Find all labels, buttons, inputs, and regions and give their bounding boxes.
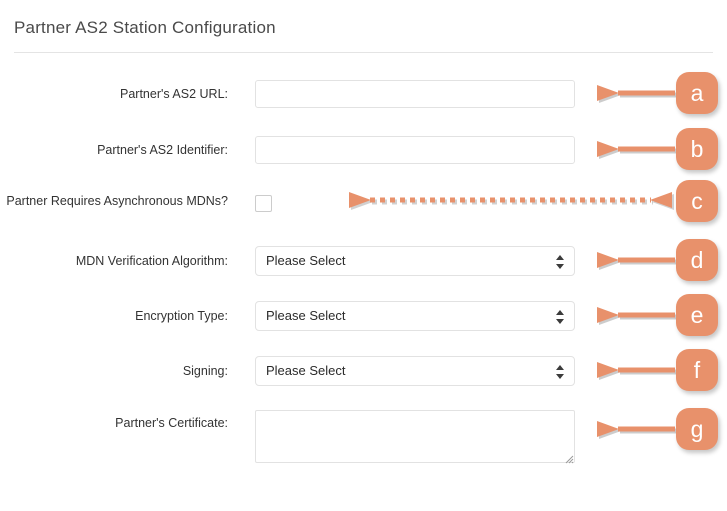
mdn-verification-algorithm-select[interactable]: Please Select [255,246,575,276]
callout-arrow-f [595,360,677,382]
mdn-verification-algorithm-selected-value: Please Select [266,253,346,268]
signing-selected-value: Please Select [266,363,346,378]
signing-select[interactable]: Please Select [255,356,575,386]
title-divider [14,52,713,53]
select-updown-arrows-icon [556,363,565,381]
callout-badge-g[interactable]: g [676,408,718,450]
encryption-type-select[interactable]: Please Select [255,301,575,331]
callout-badge-a[interactable]: a [676,72,718,114]
callout-arrow-b [595,139,677,161]
page-title: Partner AS2 Station Configuration [14,18,276,37]
label-encryption-type: Encryption Type: [135,309,228,323]
callout-badge-c[interactable]: c [676,180,718,222]
callout-badge-f[interactable]: f [676,349,718,391]
label-partners-as2-identifier: Partner's AS2 Identifier: [97,143,228,157]
label-mdn-verification-algorithm: MDN Verification Algorithm: [75,254,228,268]
callout-badge-b[interactable]: b [676,128,718,170]
partner-requires-async-mdns-checkbox[interactable] [255,195,272,212]
callout-badge-e[interactable]: e [676,294,718,336]
select-updown-arrows-icon [556,308,565,326]
encryption-type-selected-value: Please Select [266,308,346,323]
select-updown-arrows-icon [556,253,565,271]
callout-badge-d[interactable]: d [676,239,718,281]
callout-arrow-e [595,305,677,327]
label-signing: Signing: [182,364,228,378]
label-partners-certificate: Partner's Certificate: [115,416,228,430]
callout-arrow-g [595,419,677,441]
label-partner-requires-async-mdns: Partner Requires Asynchronous MDNs? [6,194,228,208]
partners-as2-identifier-input[interactable] [255,136,575,164]
callout-arrow-c [347,190,677,212]
callout-arrow-d [595,250,677,272]
partners-as2-url-input[interactable] [255,80,575,108]
callout-arrow-a [595,83,677,105]
label-partners-as2-url: Partner's AS2 URL: [120,87,228,101]
partners-certificate-textarea[interactable] [255,410,575,463]
